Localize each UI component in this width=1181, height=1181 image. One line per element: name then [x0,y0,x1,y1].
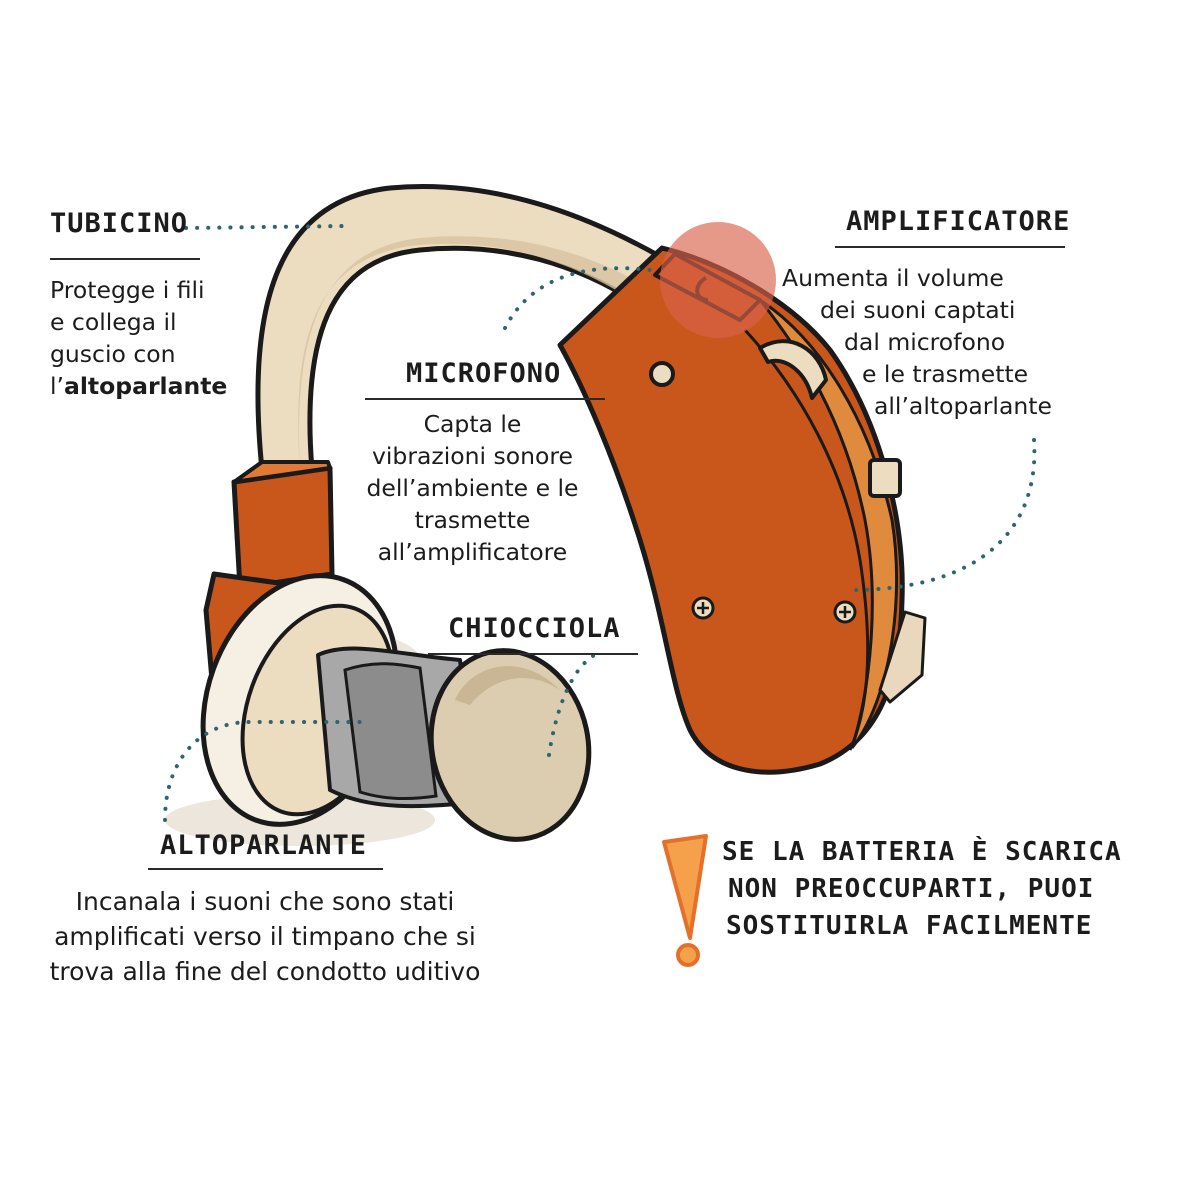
warning-text: SE LA BATTERIA È SCARICA NON PREOCCUPART… [722,834,1122,945]
tubicino-rule [50,258,200,260]
altoparlante-title: ALTOPARLANTE [160,830,368,861]
chiocciola-rule [428,653,638,655]
amplifier-tab [878,610,927,704]
leader-tubicino [184,224,347,230]
microfono-title: MICROFONO [406,358,562,389]
tube-connector [231,465,335,591]
altoparlante-desc-line: Incanala i suoni che sono stati [75,887,455,916]
volume-wheel [758,339,828,400]
tubicino-desc-line: e collega il [50,308,177,336]
tubicino-desc-line: Protegge i fili [50,276,205,304]
tubicino-desc-bold: altoparlante [64,372,228,400]
amplificatore-rule [835,246,1065,248]
warning-line: SE LA BATTERIA È SCARICA [722,837,1122,867]
screw-icon [691,596,715,620]
altoparlante-desc-line: trova alla fine del condotto uditivo [49,957,481,986]
indicator-dot [649,361,675,387]
microfono-rule [365,398,605,400]
chiocciola-title: CHIOCCIOLA [448,613,621,644]
tubicino-desc-line: guscio con [50,340,176,368]
speaker-cylinder-band [343,662,438,801]
microfono-desc-line: all’amplificatore [377,538,568,566]
microfono-description: Capta le vibrazioni sonore dell’ambiente… [340,408,605,568]
amplificatore-desc-line: dei suoni captati [820,296,1016,324]
microfono-desc-line: Capta le [423,410,522,438]
altoparlante-description: Incanala i suoni che sono stati amplific… [10,884,520,989]
tubicino-desc-prefix: l’ [50,372,64,400]
microfono-desc-line: dell’ambiente e le [366,474,579,502]
tubicino-desc-line: l’altoparlante [50,370,227,402]
amplificatore-desc-line: Aumenta il volume [782,264,1004,292]
amplificatore-desc-line: all’altoparlante [874,392,1052,420]
leader-microfono [503,266,652,330]
amplificatore-desc-line: dal microfono [844,328,1006,356]
amplificatore-title: AMPLIFICATORE [846,206,1071,237]
screw-icon [833,600,857,624]
program-button [868,458,902,498]
amplificatore-desc-line: e le trasmette [862,360,1029,388]
amplifier-highlight [660,222,776,338]
amplificatore-description: Aumenta il volume dei suoni captati dal … [782,262,1082,422]
leader-amplificatore [848,438,1037,592]
microfono-desc-line: vibrazioni sonore [371,442,574,470]
warning-line: SOSTITUIRLA FACILMENTE [726,911,1093,941]
microfono-desc-line: trasmette [414,506,531,534]
amplifier-seam [743,328,870,751]
ear-cap-shade [455,666,560,705]
tubicino-title: TUBICINO [50,208,189,239]
altoparlante-desc-line: amplificati verso il timpano che si [54,922,476,951]
leader-altoparlante [163,720,362,822]
tube-connector-top [232,460,332,484]
altoparlante-rule [148,868,383,870]
warning-line: NON PREOCCUPARTI, PUOI [728,874,1095,904]
exclamation-icon [662,834,708,967]
tubicino-description: Protegge i fili e collega il guscio con … [50,274,227,402]
